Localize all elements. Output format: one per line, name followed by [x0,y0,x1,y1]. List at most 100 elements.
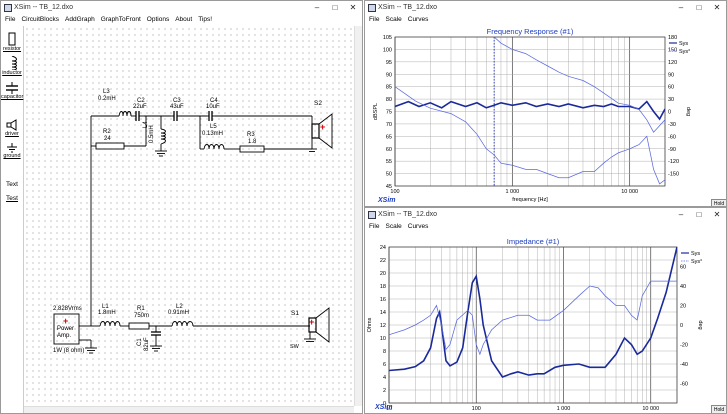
close-icon[interactable]: ✕ [349,3,357,12]
y-axis-label: dBSPL [373,103,379,120]
window-title: XSim -- TB_12.dxo [14,4,74,11]
y2-tick-label: 60 [680,265,686,271]
schematic-canvas[interactable]: + + + L3 0.2mH C2 22uF C3 43uF C4 10uF R… [24,26,354,406]
value-L5: 0.13mH [202,131,224,137]
svg-text:+: + [309,317,314,327]
maximize-icon[interactable]: □ [696,210,702,219]
hold-button[interactable]: Hold [711,405,726,413]
tool-resistor[interactable]: resistor [1,32,23,52]
xsim-logo: XSim [378,197,396,204]
y2-tick-label: -60 [680,382,688,388]
tool-ground[interactable]: ground [1,143,23,159]
chart-title: Impedance (#1) [507,237,560,246]
legend-label: Sys [691,251,700,257]
value-C1: 82uF [144,337,150,351]
frequency-titlebar[interactable]: XSim -- TB_12.dxo – □ ✕ [365,1,726,14]
maximize-icon[interactable]: □ [696,3,702,12]
series-line-magnitude [389,247,677,378]
app-icon [368,4,376,12]
menu-circuitblocks[interactable]: CircuitBlocks [21,16,60,23]
close-icon[interactable]: ✕ [713,210,721,219]
schematic-titlebar[interactable]: XSim -- TB_12.dxo – □ ✕ [1,1,362,14]
menu-file[interactable]: File [369,16,380,23]
y2-tick-label: -40 [680,362,688,368]
y-tick-label: 65 [386,134,392,140]
y2-tick-label: -150 [668,172,679,178]
legend-label: Sys [679,41,688,47]
y-tick-label: 0 [383,401,386,407]
menu-addgraph[interactable]: AddGraph [65,16,95,23]
chart-title: Frequency Response (#1) [487,27,574,36]
y-tick-label: 2 [383,388,386,394]
maximize-icon[interactable]: □ [332,3,338,12]
schematic-drawing: + + + [53,111,333,354]
impedance-chart[interactable]: Impedance (#1)24222018161412108642060402… [365,233,727,414]
y-tick-label: 45 [386,184,392,190]
y-tick-label: 12 [380,323,386,329]
impedance-titlebar[interactable]: XSim -- TB_12.dxo – □ ✕ [365,208,726,221]
y2-tick-label: -30 [668,122,676,128]
y2-tick-label: 20 [680,304,686,310]
menu-scale[interactable]: Scale [385,16,402,23]
y2-tick-label: 0 [668,110,671,116]
label-L1: L1 [102,304,109,310]
label-L5: L5 [210,124,217,130]
series-line-phase [389,280,677,356]
menu-file[interactable]: File [369,223,380,230]
menu-scale[interactable]: Scale [385,223,402,230]
label-S2: S2 [314,100,322,107]
y2-tick-label: 30 [668,97,674,103]
minimize-icon[interactable]: – [314,3,320,12]
value-L4: 0.5mH [149,125,155,143]
legend-label: Sys° [679,49,690,55]
minimize-icon[interactable]: – [678,210,684,219]
x-axis-label: frequency [Hz] [512,197,548,203]
frequency-response-chart[interactable]: Frequency Response (#1)10510095908580757… [365,26,727,207]
label-C3: C3 [173,98,181,104]
y-tick-label: 18 [380,284,386,290]
tool-inductor-label: inductor [2,70,22,76]
y-tick-label: 105 [383,35,392,41]
value-C2: 22uF [133,104,147,110]
plot-frame [388,246,678,404]
schematic-vscroll[interactable] [354,26,362,406]
menu-options[interactable]: Options [146,16,170,23]
menu-file[interactable]: File [5,16,16,23]
tool-driver[interactable]: driver [1,119,23,137]
menu-curves[interactable]: Curves [407,223,429,230]
tool-test[interactable]: Test [1,195,23,202]
amp-voltage: 2.828Vrms [53,306,82,312]
tool-inductor[interactable]: inductor [1,56,23,76]
ground-icon [7,143,17,153]
label-C2: C2 [137,98,145,104]
value-L1: 1.8mH [98,310,116,316]
close-icon[interactable]: ✕ [713,3,721,12]
menu-graphtofront[interactable]: GraphToFront [100,16,141,23]
y2-tick-label: -60 [668,134,676,140]
schematic-hscroll[interactable] [24,406,354,413]
y2-axis-label: deg [685,107,691,116]
tool-text[interactable]: Text [1,181,23,188]
svg-text:+: + [320,122,325,132]
y2-tick-label: 60 [668,85,674,91]
y-tick-label: 60 [386,147,392,153]
minimize-icon[interactable]: – [678,3,684,12]
series-group [389,247,677,378]
hold-button[interactable]: Hold [711,199,726,206]
tool-capacitor[interactable]: capacitor [1,82,23,100]
app-icon [368,211,376,219]
label-R3: R3 [247,132,255,138]
app-icon [4,4,12,12]
y-tick-label: 6 [383,362,386,368]
value-C3: 43uF [170,104,184,110]
menu-tips[interactable]: Tips! [198,16,213,23]
label-R2: R2 [103,129,111,135]
series-group [395,37,665,185]
menu-about[interactable]: About [175,16,193,23]
y-tick-label: 22 [380,258,386,264]
inductor-icon [11,56,17,70]
menu-curves[interactable]: Curves [407,16,429,23]
y-tick-label: 24 [380,245,386,251]
label-R1: R1 [137,306,145,312]
